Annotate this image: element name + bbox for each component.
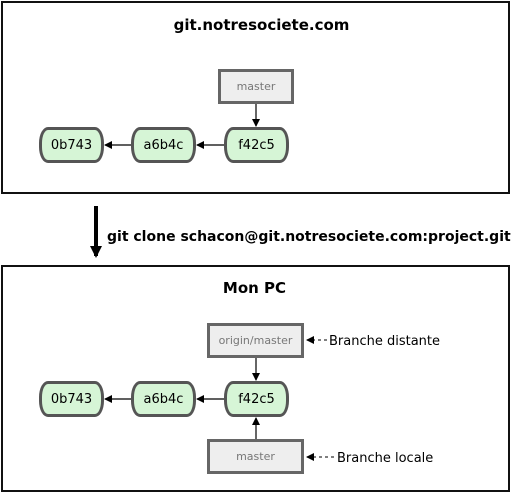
server-commit-a6b4c: a6b4c xyxy=(131,127,196,163)
local-branch-master: master xyxy=(207,439,304,474)
remote-branch-callout: Branche distante xyxy=(329,334,441,349)
server-commit-f42c5: f42c5 xyxy=(224,127,289,163)
server-title: git.notresociete.com xyxy=(173,16,350,34)
clone-command: git clone schacon@git.notresociete.com:p… xyxy=(107,229,511,245)
local-commit-a6b4c: a6b4c xyxy=(131,381,196,417)
local-commit-0b743: 0b743 xyxy=(39,381,104,417)
local-title: Mon PC xyxy=(222,279,287,297)
local-branch-origin-master: origin/master xyxy=(207,323,304,358)
server-branch-master: master xyxy=(218,69,294,104)
local-branch-callout: Branche locale xyxy=(337,451,434,466)
server-commit-0b743: 0b743 xyxy=(39,127,104,163)
local-commit-f42c5: f42c5 xyxy=(224,381,289,417)
